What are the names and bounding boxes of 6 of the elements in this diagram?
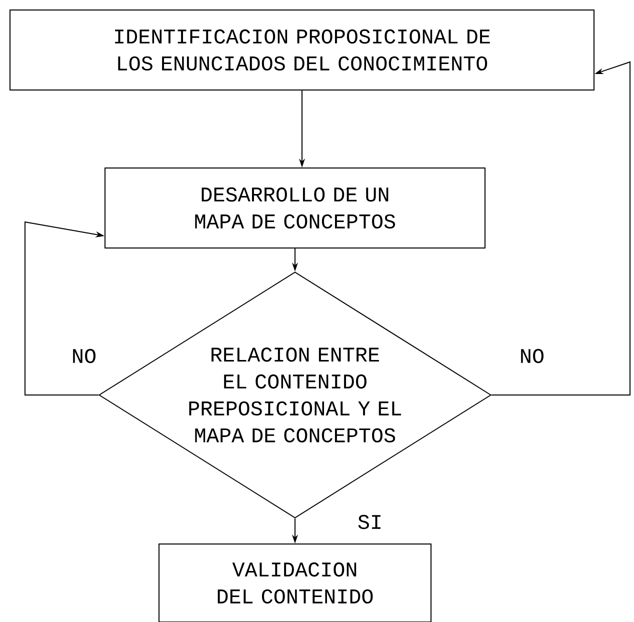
process-box: IDENTIFICACION PROPOSICIONAL DE LOS ENUNCIADOS DEL CONOCIMIENTO <box>10 10 594 90</box>
process-box: VALIDACION DEL CONTENIDO <box>158 543 432 622</box>
edge-label: NO <box>70 348 98 364</box>
process-box: DESARROLLO DE UN MAPA DE CONCEPTOS <box>104 167 486 248</box>
arrow <box>491 61 630 396</box>
edge-label: NO <box>518 348 546 364</box>
